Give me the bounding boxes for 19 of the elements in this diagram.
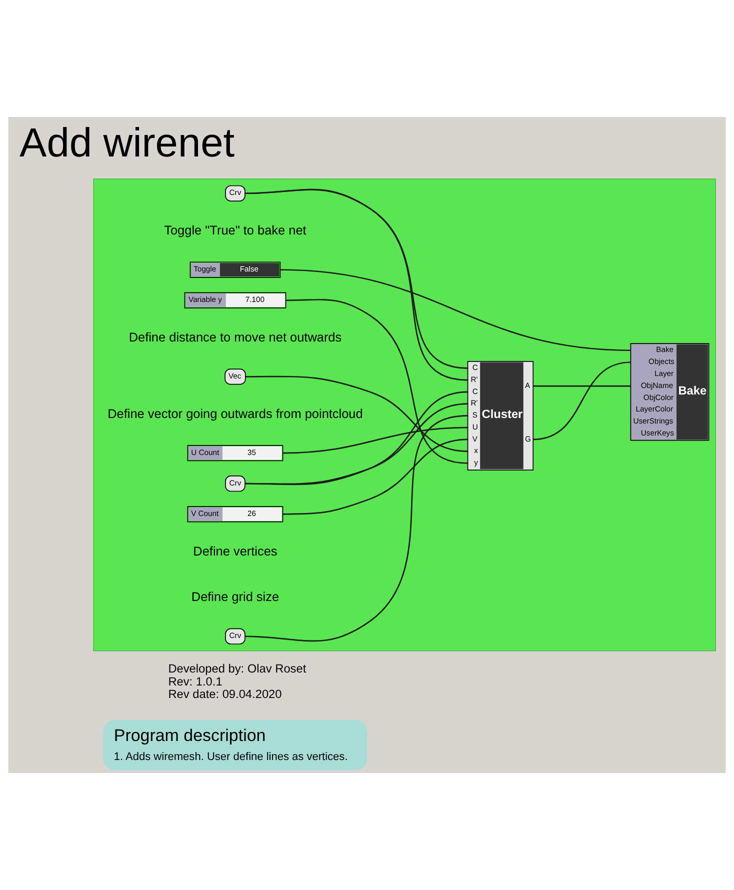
label: Rev date: 09.04.2020 — [168, 687, 282, 702]
label: Define grid size — [191, 589, 280, 604]
connector — [245, 376, 468, 452]
connector — [245, 415, 468, 642]
label: Define vector going outwards from pointcloud — [108, 406, 363, 421]
connector — [286, 298, 468, 464]
connector — [280, 269, 631, 352]
cluster — [93, 178, 716, 652]
connector — [282, 426, 468, 454]
node-box: Program description 1. Adds wiremesh. User define lines as vertices. — [103, 720, 368, 770]
connector — [533, 385, 631, 387]
diagram-title: Add wirenet — [20, 119, 235, 166]
label: Toggle "True" to bake net — [164, 222, 306, 238]
connector — [533, 362, 631, 440]
connector — [282, 438, 468, 515]
label: Developed by: Olav Roset — [168, 662, 306, 676]
label: Define vertices — [193, 543, 278, 558]
label: Rev: 1.0.1 — [168, 674, 222, 688]
label: Define distance to move net outwards — [128, 329, 342, 344]
